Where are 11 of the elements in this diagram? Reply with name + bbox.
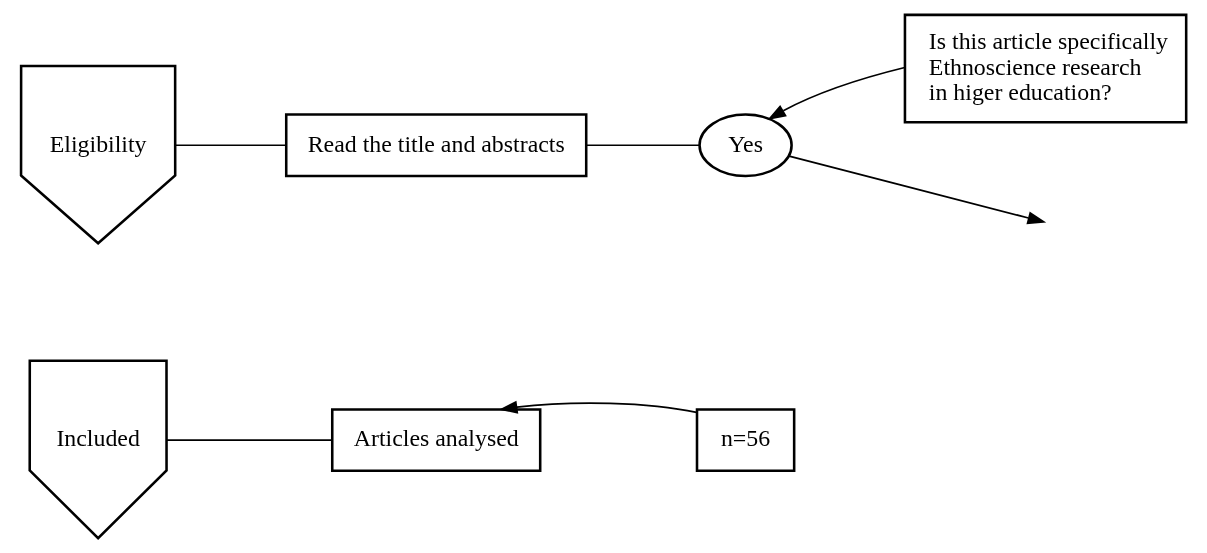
arrow <box>767 66 906 121</box>
connector <box>165 439 333 441</box>
arrow <box>788 155 1047 225</box>
node-box: Is this article specifically Ethnoscience research in higer education? <box>903 13 1188 124</box>
arrow <box>498 400 698 414</box>
node-box: n=56 <box>695 408 796 473</box>
node-box: Articles analysed <box>330 408 542 473</box>
node-ellipse: Yes <box>698 113 793 178</box>
node-box: Read the title and abstracts <box>284 113 588 178</box>
connector <box>174 144 287 147</box>
connector <box>585 144 700 147</box>
